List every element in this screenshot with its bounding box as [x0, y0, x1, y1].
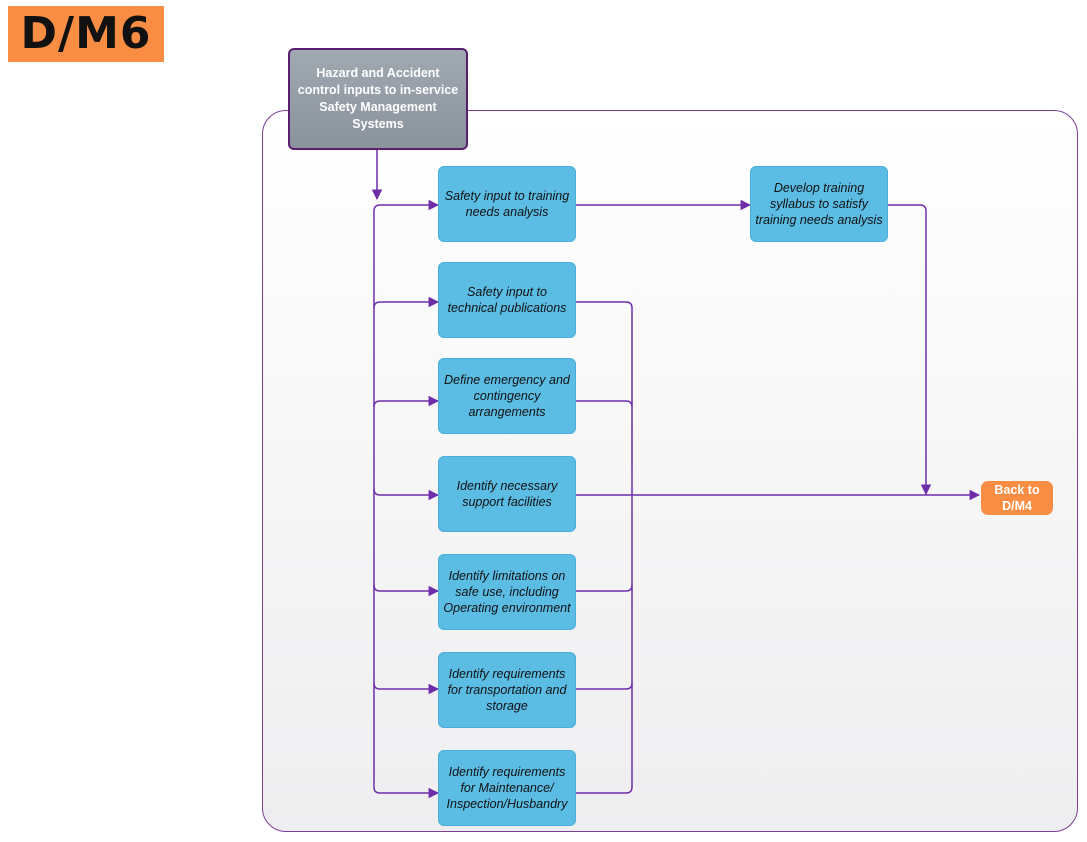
source-box: Hazard and Accident control inputs to in… — [288, 48, 468, 150]
process-box-maintenance-inspection[interactable]: Identify requirements for Maintenance/ I… — [438, 750, 576, 826]
process-box-technical-publications[interactable]: Safety input to technical publications — [438, 262, 576, 338]
develop-training-syllabus-box[interactable]: Develop training syllabus to satisfy tra… — [750, 166, 888, 242]
process-box-safe-use-limitations[interactable]: Identify limitations on safe use, includ… — [438, 554, 576, 630]
process-box-support-facilities[interactable]: Identify necessary support facilities — [438, 456, 576, 532]
page-title-badge: D/M6 — [8, 6, 164, 62]
back-to-dm4-button[interactable]: Back to D/M4 — [981, 481, 1053, 515]
process-box-training-needs[interactable]: Safety input to training needs analysis — [438, 166, 576, 242]
process-box-transportation-storage[interactable]: Identify requirements for transportation… — [438, 652, 576, 728]
process-box-emergency-arrangements[interactable]: Define emergency and contingency arrange… — [438, 358, 576, 434]
diagram-container — [262, 110, 1078, 832]
